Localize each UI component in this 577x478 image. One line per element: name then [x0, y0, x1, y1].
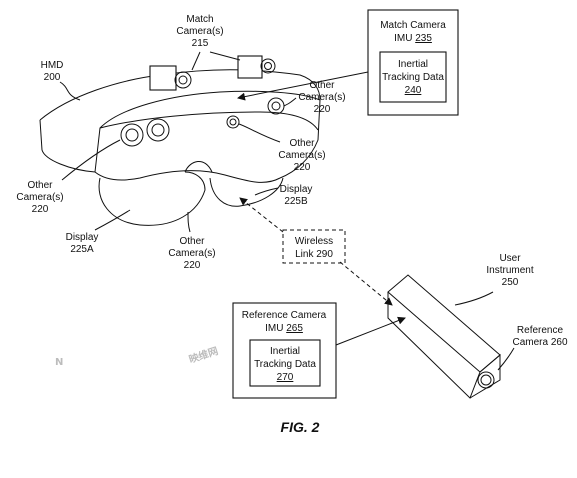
- ref-imu-inner-box: [249, 339, 321, 387]
- t-match-line: 215: [192, 38, 209, 49]
- wireless-link-line1: Wireless: [295, 236, 333, 247]
- t-oc2-line: Other: [27, 180, 53, 191]
- instrument-top-face: [387, 274, 501, 373]
- watermark-logo: N: [55, 357, 63, 368]
- t-oc1-line: 220: [294, 162, 311, 173]
- instrument-side-face: [387, 292, 481, 399]
- t-oc3-line: Other: [179, 236, 205, 247]
- t-oc1-line: Other: [289, 138, 315, 149]
- instrument-end-face: [469, 353, 501, 399]
- t-da-line: 225A: [70, 244, 94, 255]
- wireless-arrow-hmd: [239, 197, 284, 233]
- hmd-drawing: [39, 55, 321, 226]
- t-da-line: Display: [66, 232, 99, 243]
- reference-camera-lens-inner: [480, 374, 492, 386]
- watermark-text: 映维网: [187, 344, 220, 366]
- match-leader-right: [209, 51, 241, 61]
- hmd-strap-left: [39, 119, 96, 173]
- t-ui-line: Instrument: [486, 265, 533, 276]
- t-oc1-line: Camera(s): [278, 150, 325, 161]
- t-oc2-line: Camera(s): [16, 192, 63, 203]
- ref-imu-inner-1: Inertial: [270, 346, 300, 357]
- t-db-line: 225B: [284, 196, 308, 207]
- hmd-body: [94, 90, 321, 179]
- match-camera-left: [149, 65, 192, 91]
- t-oc0-line: 220: [314, 104, 331, 115]
- t-ui-line: 250: [502, 277, 519, 288]
- match-imu-inner-box: [379, 51, 447, 103]
- ref-imu-inner-2: Tracking Data: [254, 359, 316, 370]
- match-imu-arrow: [237, 71, 369, 101]
- other-cameras-leader-4: [187, 211, 191, 233]
- figure-caption: FIG. 2: [281, 419, 320, 435]
- t-match-line: Match: [186, 14, 213, 25]
- t-hmd-line: HMD: [41, 60, 64, 71]
- match-imu-inner-ref: 240: [405, 85, 422, 96]
- wireless-link-box: Wireless Link 290: [282, 229, 346, 264]
- t-oc3-line: 220: [184, 260, 201, 271]
- reference-camera-leader: [497, 347, 515, 371]
- other-cameras-leader-2: [238, 123, 281, 143]
- t-rc-line: Camera 260: [512, 337, 567, 348]
- hmd-strap: [39, 69, 321, 121]
- t-ui-line: User: [499, 253, 521, 264]
- watermark: N 映维网: [55, 344, 220, 368]
- match-camera-imu-box: Match Camera IMU 235 Inertial Tracking D…: [367, 9, 459, 116]
- ref-imu-inner-ref: 270: [277, 372, 294, 383]
- display-225b-leader: [254, 187, 279, 196]
- t-oc2-line: 220: [32, 204, 49, 215]
- other-cameras-leader-1: [283, 97, 297, 107]
- reference-camera-imu-box: Reference Camera IMU 265 Inertial Tracki…: [232, 302, 337, 399]
- match-leader-left: [191, 51, 201, 71]
- match-imu-title-1: Match Camera: [380, 20, 446, 31]
- match-imu-inner-2: Tracking Data: [382, 72, 444, 83]
- match-imu-title-2: IMU 235: [394, 33, 432, 44]
- reference-camera-lens-outer: [477, 371, 495, 389]
- t-hmd-line: 200: [44, 72, 61, 83]
- t-oc3-line: Camera(s): [168, 248, 215, 259]
- hmd-nose-bridge: [184, 161, 213, 173]
- other-camera-front-left: [120, 118, 170, 147]
- display-225a-shape: [98, 171, 206, 226]
- ref-imu-title-1: Reference Camera: [242, 310, 327, 321]
- hmd-body-ridge: [99, 111, 319, 131]
- display-225a-leader: [94, 209, 131, 231]
- t-oc0-line: Camera(s): [298, 92, 345, 103]
- ref-imu-title-2: IMU 265: [265, 323, 303, 334]
- other-cameras-leader-3: [61, 139, 121, 181]
- user-instrument: [387, 274, 501, 399]
- wireless-arrow-instrument: [339, 261, 393, 306]
- display-225b-shape: [209, 177, 284, 207]
- hmd-leader: [59, 81, 81, 101]
- match-camera-right: [237, 55, 276, 79]
- t-rc-line: Reference: [517, 325, 564, 336]
- user-instrument-leader: [454, 291, 494, 306]
- match-imu-inner-1: Inertial: [398, 59, 428, 70]
- ref-imu-arrow: [335, 316, 406, 346]
- t-oc0-line: Other: [309, 80, 335, 91]
- t-match-line: Camera(s): [176, 26, 223, 37]
- hmd-visor-top: [94, 170, 281, 183]
- wireless-link-line2: Link 290: [295, 249, 333, 260]
- t-db-line: Display: [280, 184, 313, 195]
